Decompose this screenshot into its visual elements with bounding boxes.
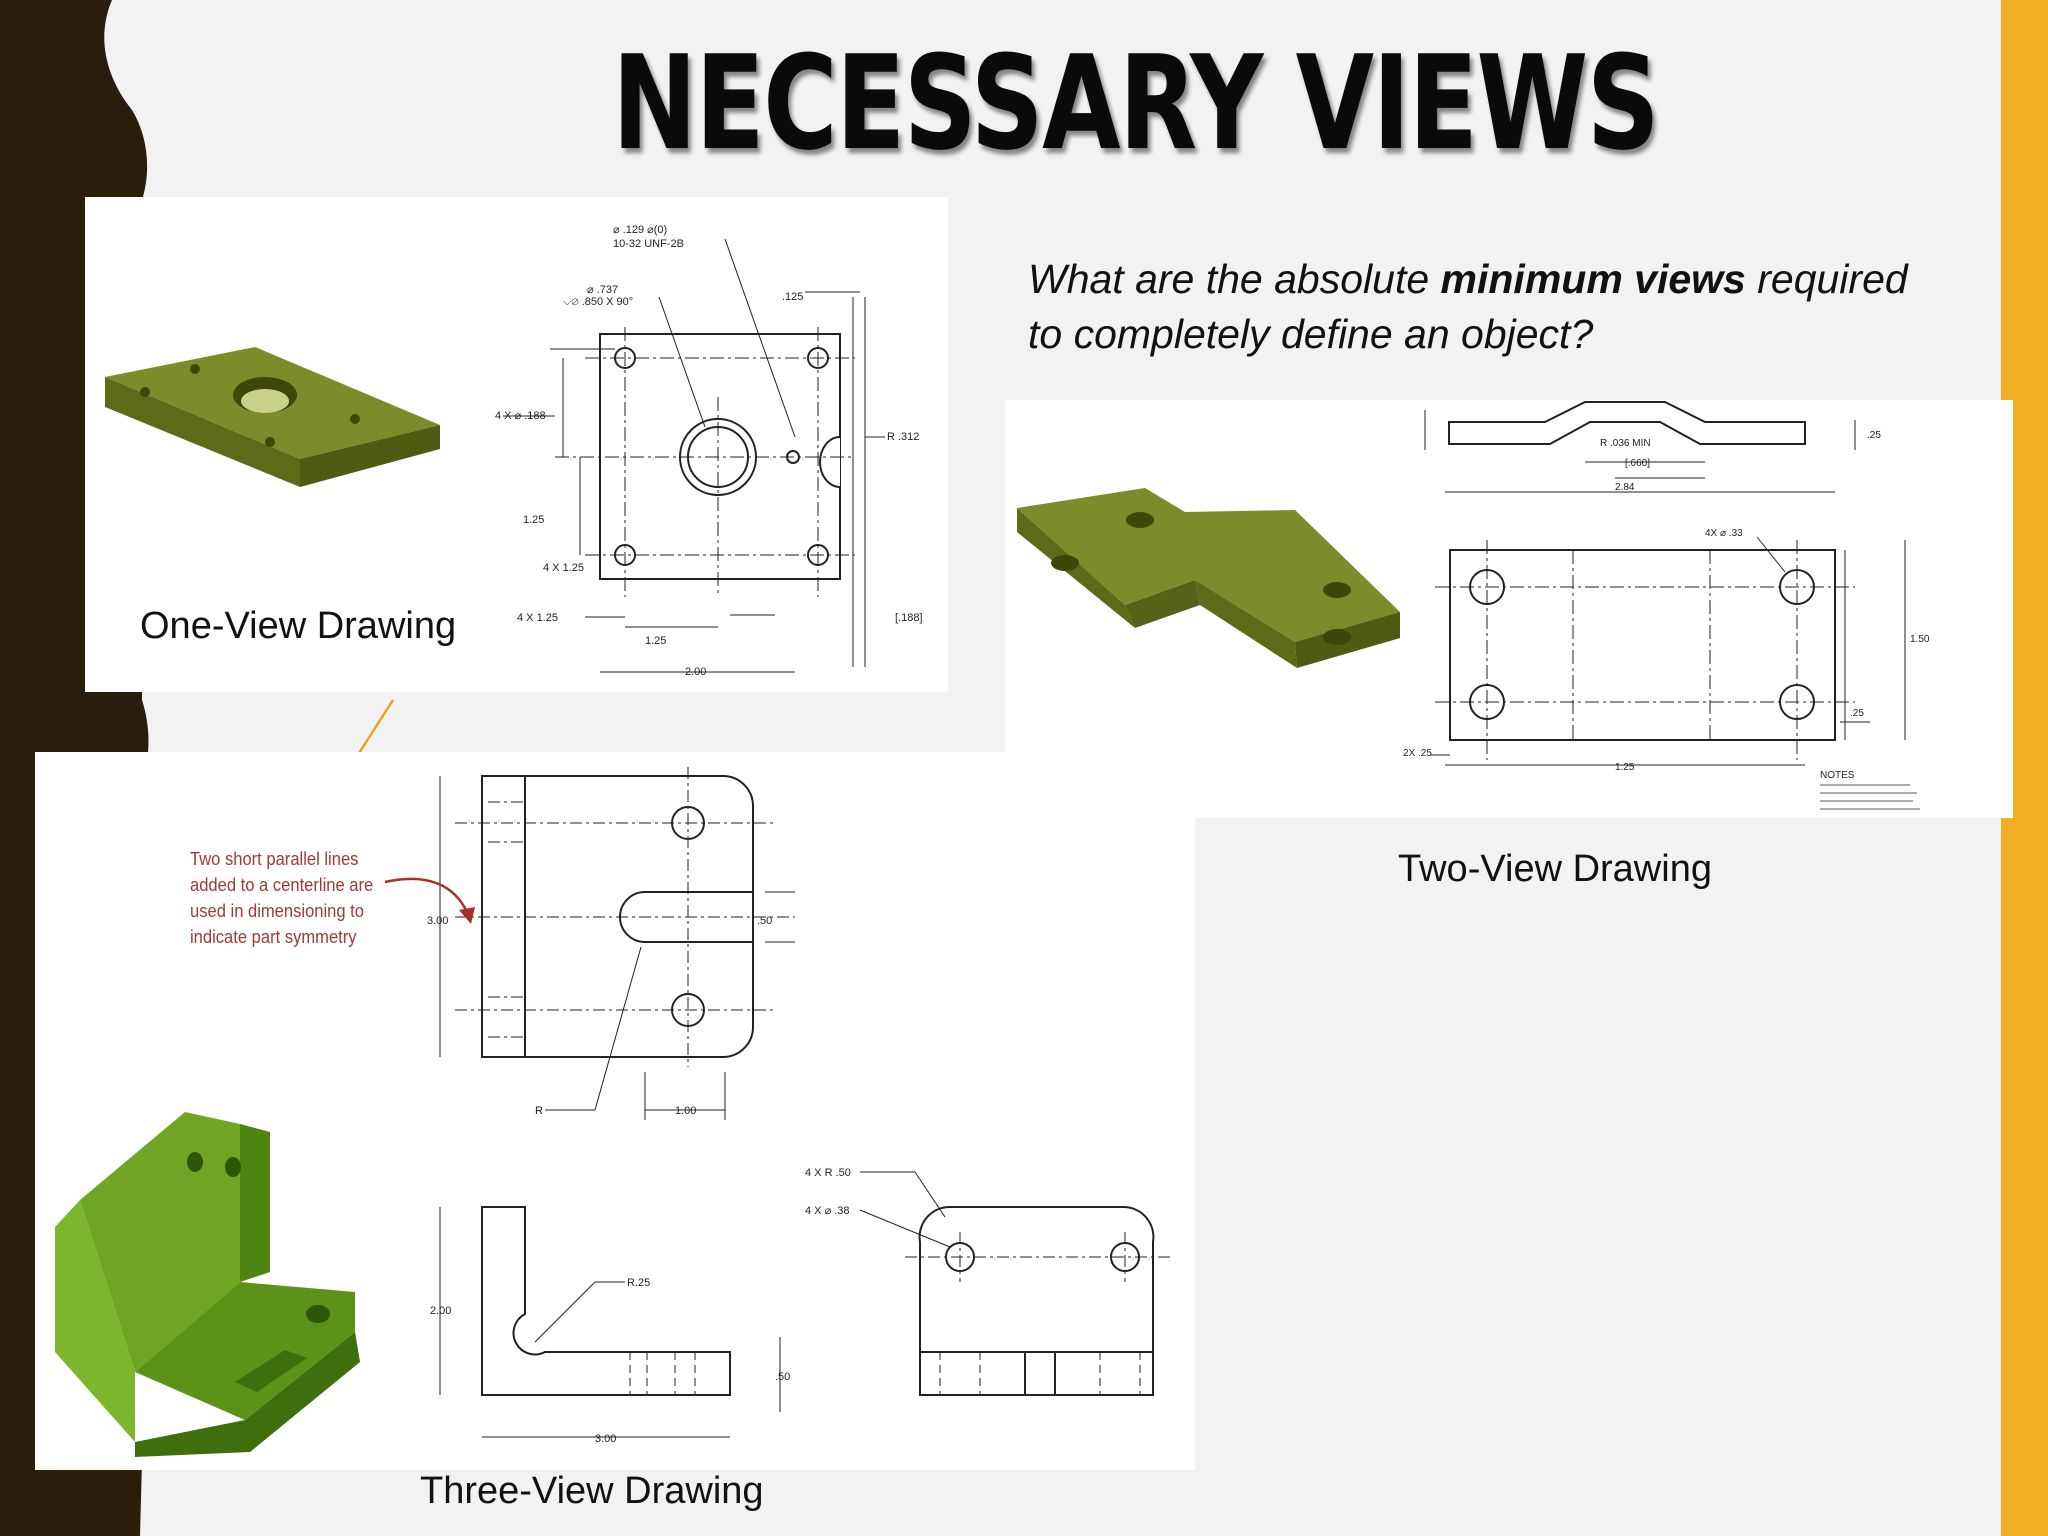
- dim-label: .125: [782, 291, 803, 303]
- one-view-caption: One-View Drawing: [140, 605, 457, 647]
- question-part-2: required to completely define an object?: [1028, 256, 1908, 357]
- note-curved-arrow: [384, 877, 469, 913]
- dim-label: 1.50: [1910, 634, 1930, 645]
- three-view-side-view: [439, 1206, 781, 1438]
- symmetry-note: Two short parallel lines added to a cent…: [190, 849, 374, 947]
- slide-title: NECESSARY VIEWS: [612, 27, 1660, 179]
- dim-label: R .312: [887, 431, 919, 443]
- dim-label: ⌀ .737: [587, 284, 618, 296]
- two-view-notes-lines: [1820, 784, 1920, 810]
- dim-label: 3.00: [595, 1433, 616, 1445]
- one-view-3d-model: [105, 347, 440, 487]
- two-view-3d-model: [1017, 488, 1400, 668]
- dim-label: 2.00: [430, 1305, 451, 1317]
- dim-label: .25: [1867, 430, 1881, 441]
- dim-label: 4 X ⌀ .188: [495, 410, 546, 422]
- dim-label: 2.00: [685, 666, 706, 678]
- one-view-orthographic: [503, 238, 885, 673]
- dim-label: ⌀ .129 ⌀(0): [613, 224, 667, 236]
- dim-label: ⌵⌀ .850 X 90°: [563, 296, 633, 308]
- dim-label: 1.25: [1615, 762, 1635, 773]
- dim-label: 4 X ⌀ .38: [805, 1205, 850, 1217]
- question-part-1: What are the absolute: [1028, 256, 1441, 302]
- dim-label: 4 X 1.25: [543, 562, 584, 574]
- three-view-caption: Three-View Drawing: [420, 1470, 764, 1512]
- one-view-dimension-labels: ⌀ .129 ⌀(0) 10-32 UNF-2B ⌀ .737 ⌵⌀ .850 …: [495, 224, 923, 678]
- dim-label: 1.00: [675, 1105, 696, 1117]
- dim-label: 4X ⌀ .33: [1705, 528, 1743, 539]
- one-view-panel: ⌀ .129 ⌀(0) 10-32 UNF-2B ⌀ .737 ⌵⌀ .850 …: [85, 197, 948, 692]
- dim-label: 10-32 UNF-2B: [613, 238, 684, 250]
- three-view-3d-model: [55, 1112, 360, 1457]
- two-view-illustration: R .036 MIN [.660] 2.84 .25 4X ⌀ .33 1.50…: [1017, 401, 1930, 810]
- three-view-illustration: 3.00 .50 R 1.00 4 X R .50 4 X ⌀ .38 R.25…: [55, 767, 1170, 1457]
- note-arrowhead: [459, 907, 475, 924]
- dim-label: 4 X R .50: [805, 1167, 851, 1179]
- dim-label: 1.25: [645, 635, 666, 647]
- dim-label: R: [535, 1105, 543, 1117]
- dim-label: R.25: [627, 1277, 650, 1289]
- question-emphasis: minimum views: [1440, 256, 1746, 302]
- three-view-dimension-labels: 3.00 .50 R 1.00 4 X R .50 4 X ⌀ .38 R.25…: [427, 915, 851, 1445]
- three-view-top-view: [859, 1171, 1170, 1396]
- dim-label: .25: [1850, 708, 1864, 719]
- question-text: What are the absolute minimum views requ…: [1028, 252, 1928, 362]
- two-view-orthographic: [1424, 401, 1906, 766]
- one-view-illustration: ⌀ .129 ⌀(0) 10-32 UNF-2B ⌀ .737 ⌵⌀ .850 …: [105, 224, 923, 678]
- three-view-panel: 3.00 .50 R 1.00 4 X R .50 4 X ⌀ .38 R.25…: [35, 752, 1195, 1470]
- two-view-caption: Two-View Drawing: [1398, 848, 1712, 890]
- dim-label: .50: [775, 1371, 790, 1383]
- dim-label: .50: [757, 915, 772, 927]
- dim-label: [.660]: [1625, 458, 1650, 469]
- dim-label: 1.25: [523, 514, 544, 526]
- dim-label: R .036 MIN: [1600, 438, 1651, 449]
- dim-label: 3.00: [427, 915, 448, 927]
- dim-label: [.188]: [895, 612, 923, 624]
- dim-label: 2X .25: [1403, 748, 1432, 759]
- three-view-front-view: [439, 767, 795, 1120]
- two-view-dimension-labels: R .036 MIN [.660] 2.84 .25 4X ⌀ .33 1.50…: [1403, 430, 1930, 781]
- dim-label: NOTES: [1820, 770, 1855, 781]
- dim-label: 4 X 1.25: [517, 612, 558, 624]
- dim-label: 2.84: [1615, 482, 1635, 493]
- two-view-panel: R .036 MIN [.660] 2.84 .25 4X ⌀ .33 1.50…: [1005, 400, 2013, 818]
